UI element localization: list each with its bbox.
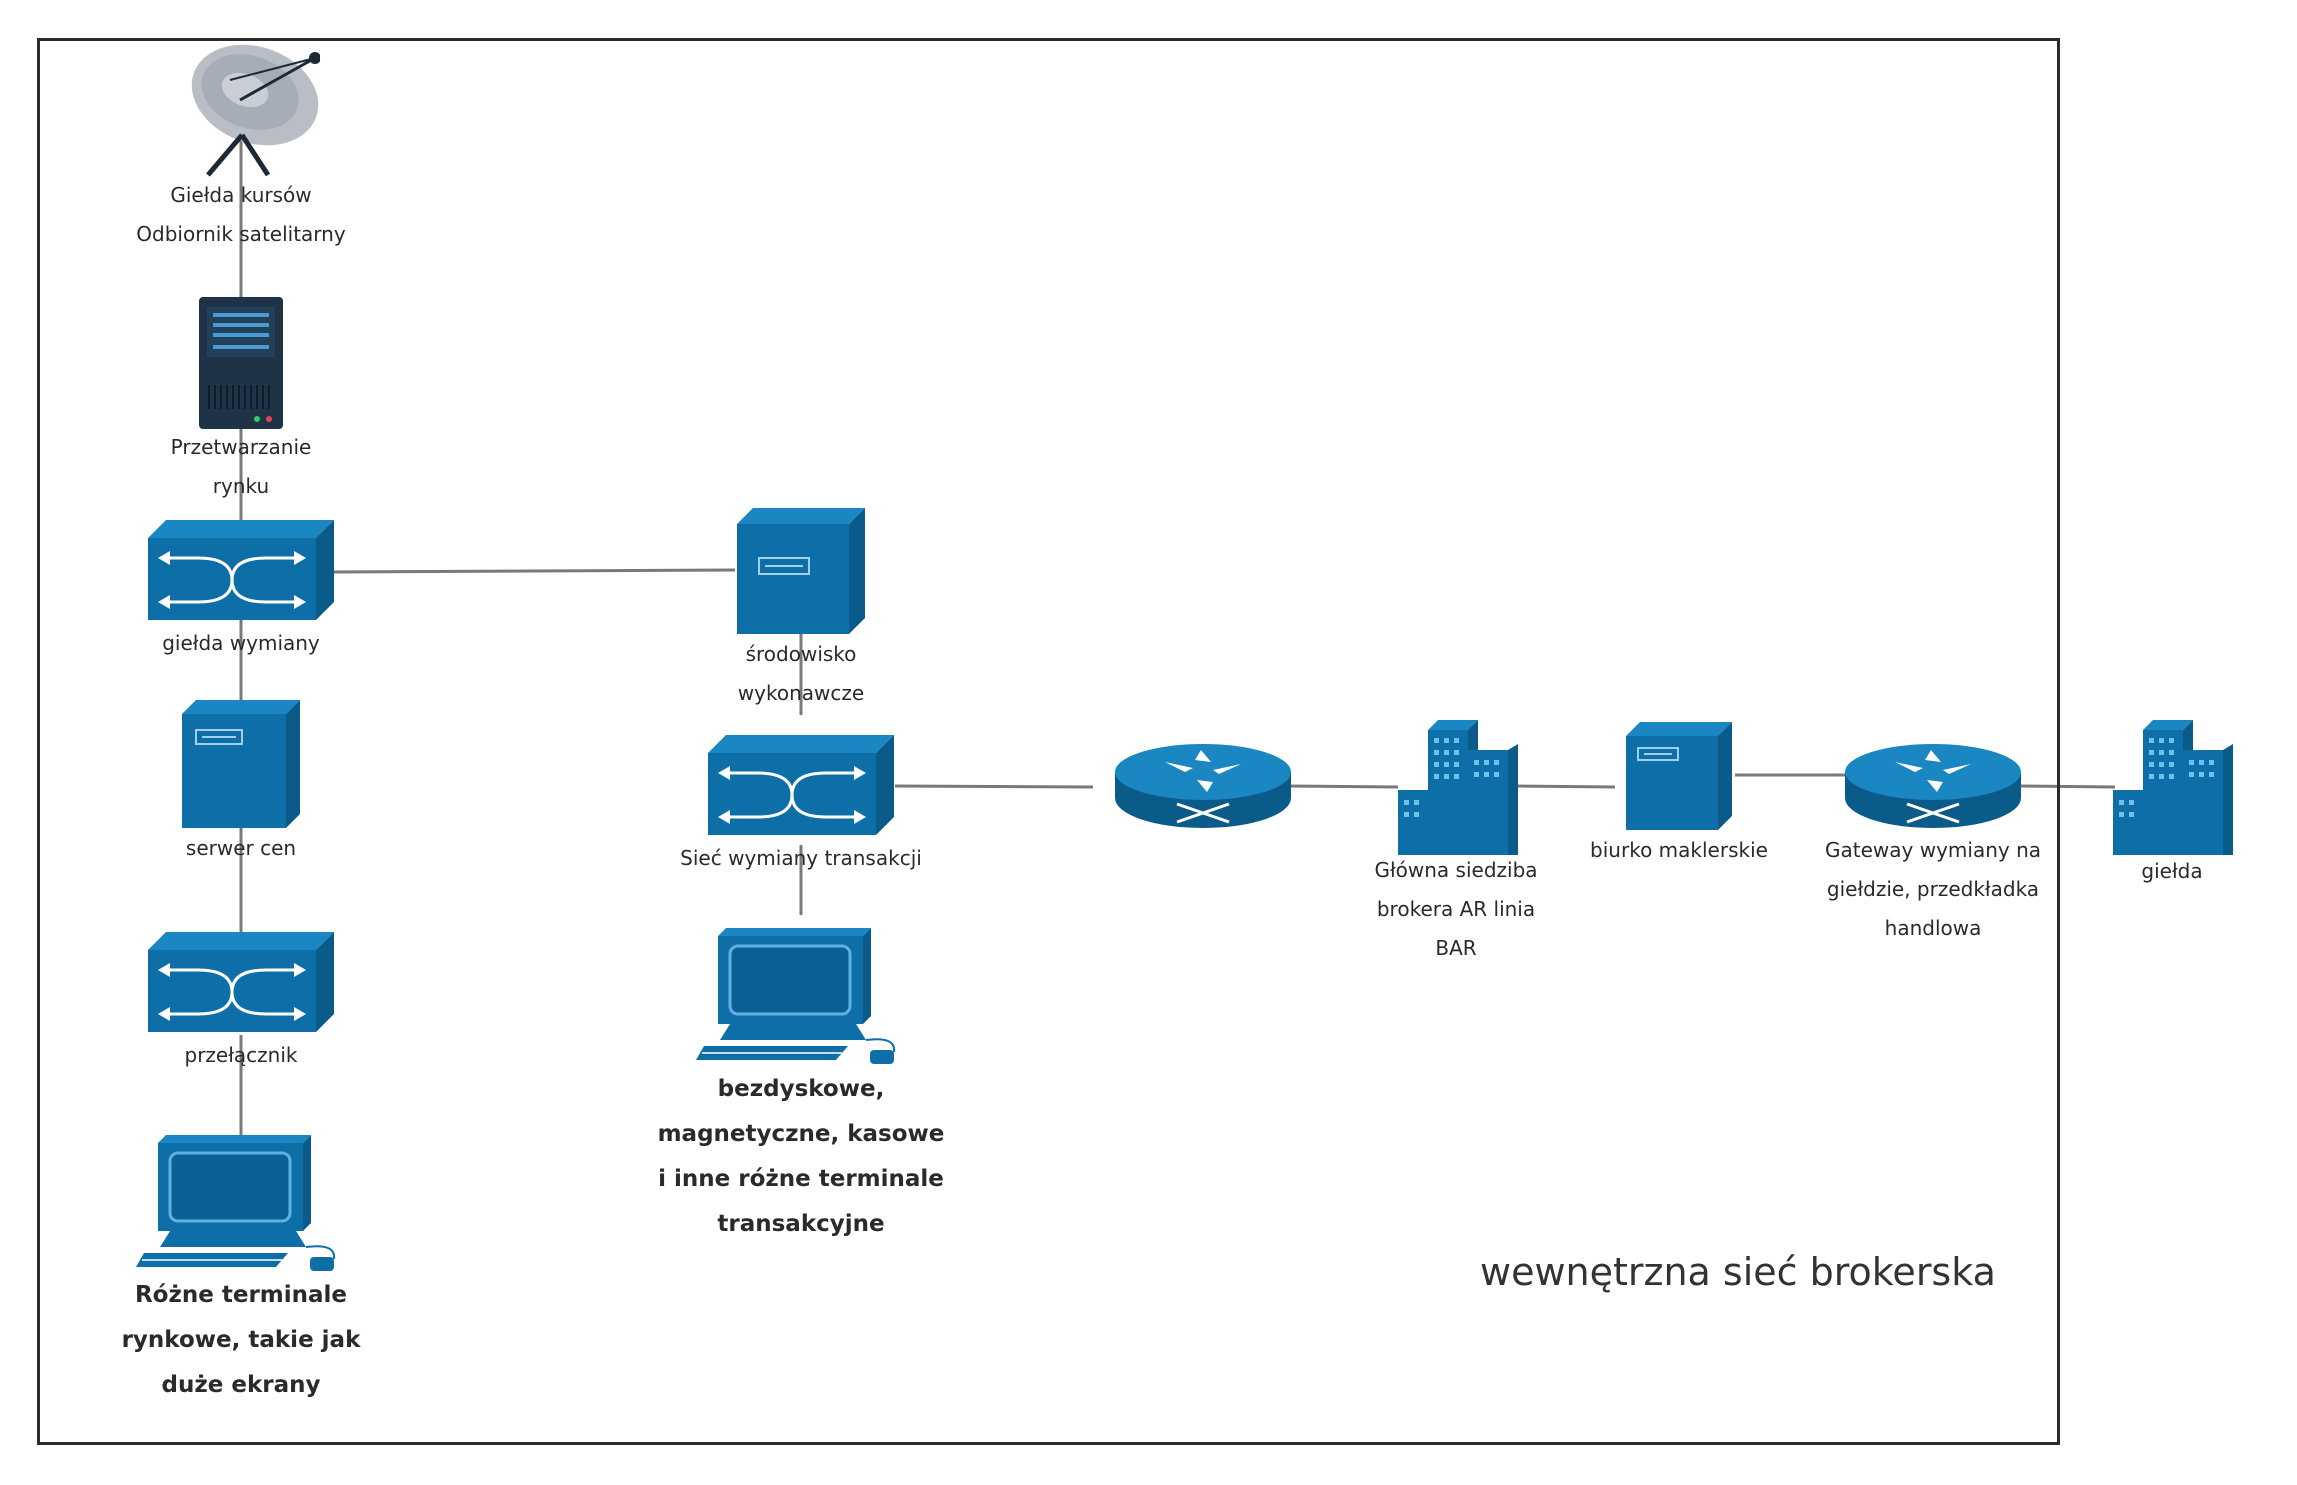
price-server-label: serwer cen (185, 836, 297, 860)
market-processing-label: Przetwarzanie rynku (170, 435, 312, 498)
execution-env-label: środowisko wykonawcze (737, 642, 865, 705)
router-icon (1115, 744, 1291, 828)
brokerage-desk-label: biurko maklerskie (1590, 838, 1768, 862)
transaction-network-label: Sieć wymiany transakcji (680, 846, 922, 870)
router-icon (1845, 744, 2021, 828)
switch-icon (148, 932, 334, 1032)
connector-exchange-execution (331, 568, 736, 574)
server-icon (1626, 722, 1732, 830)
connector-network-router (894, 784, 1094, 789)
transaction-terminals-label: bezdyskowe, magnetyczne, kasowe i inne r… (657, 1076, 945, 1237)
server-icon (182, 700, 300, 828)
market-terminals-label: Różne terminale rynkowe, takie jak duże … (121, 1282, 361, 1398)
server-icon (737, 508, 865, 634)
frame-title: wewnętrzna sieć brokerska (1480, 1250, 1996, 1294)
switch-icon (708, 735, 894, 835)
connector-hq-desk (1514, 784, 1616, 789)
broker-network-frame (37, 38, 2060, 1445)
satellite-dish-icon (191, 44, 320, 177)
exchange-gateway-label: Gateway wymiany na giełdzie, przedkładka… (1825, 838, 2041, 940)
workstation-icon (136, 1135, 336, 1271)
connector-gateway-exchange (2017, 784, 2116, 789)
satellite-label-line1: Giełda kursów (170, 183, 312, 207)
broker-hq-label: Główna siedziba brokera AR linia BAR (1374, 858, 1538, 960)
building-icon (1398, 720, 1518, 855)
switch-label: przełącznik (184, 1043, 298, 1067)
satellite-label-line2: Odbiornik satelitarny (136, 222, 346, 246)
connector-router-hq (1287, 784, 1399, 789)
building-icon (2113, 720, 2233, 855)
switch-icon (148, 520, 334, 620)
workstation-icon (696, 928, 896, 1064)
rack-server-icon (199, 297, 283, 429)
exchange-label: giełda (2141, 859, 2203, 883)
exchange-switch-label: giełda wymiany (162, 631, 320, 655)
